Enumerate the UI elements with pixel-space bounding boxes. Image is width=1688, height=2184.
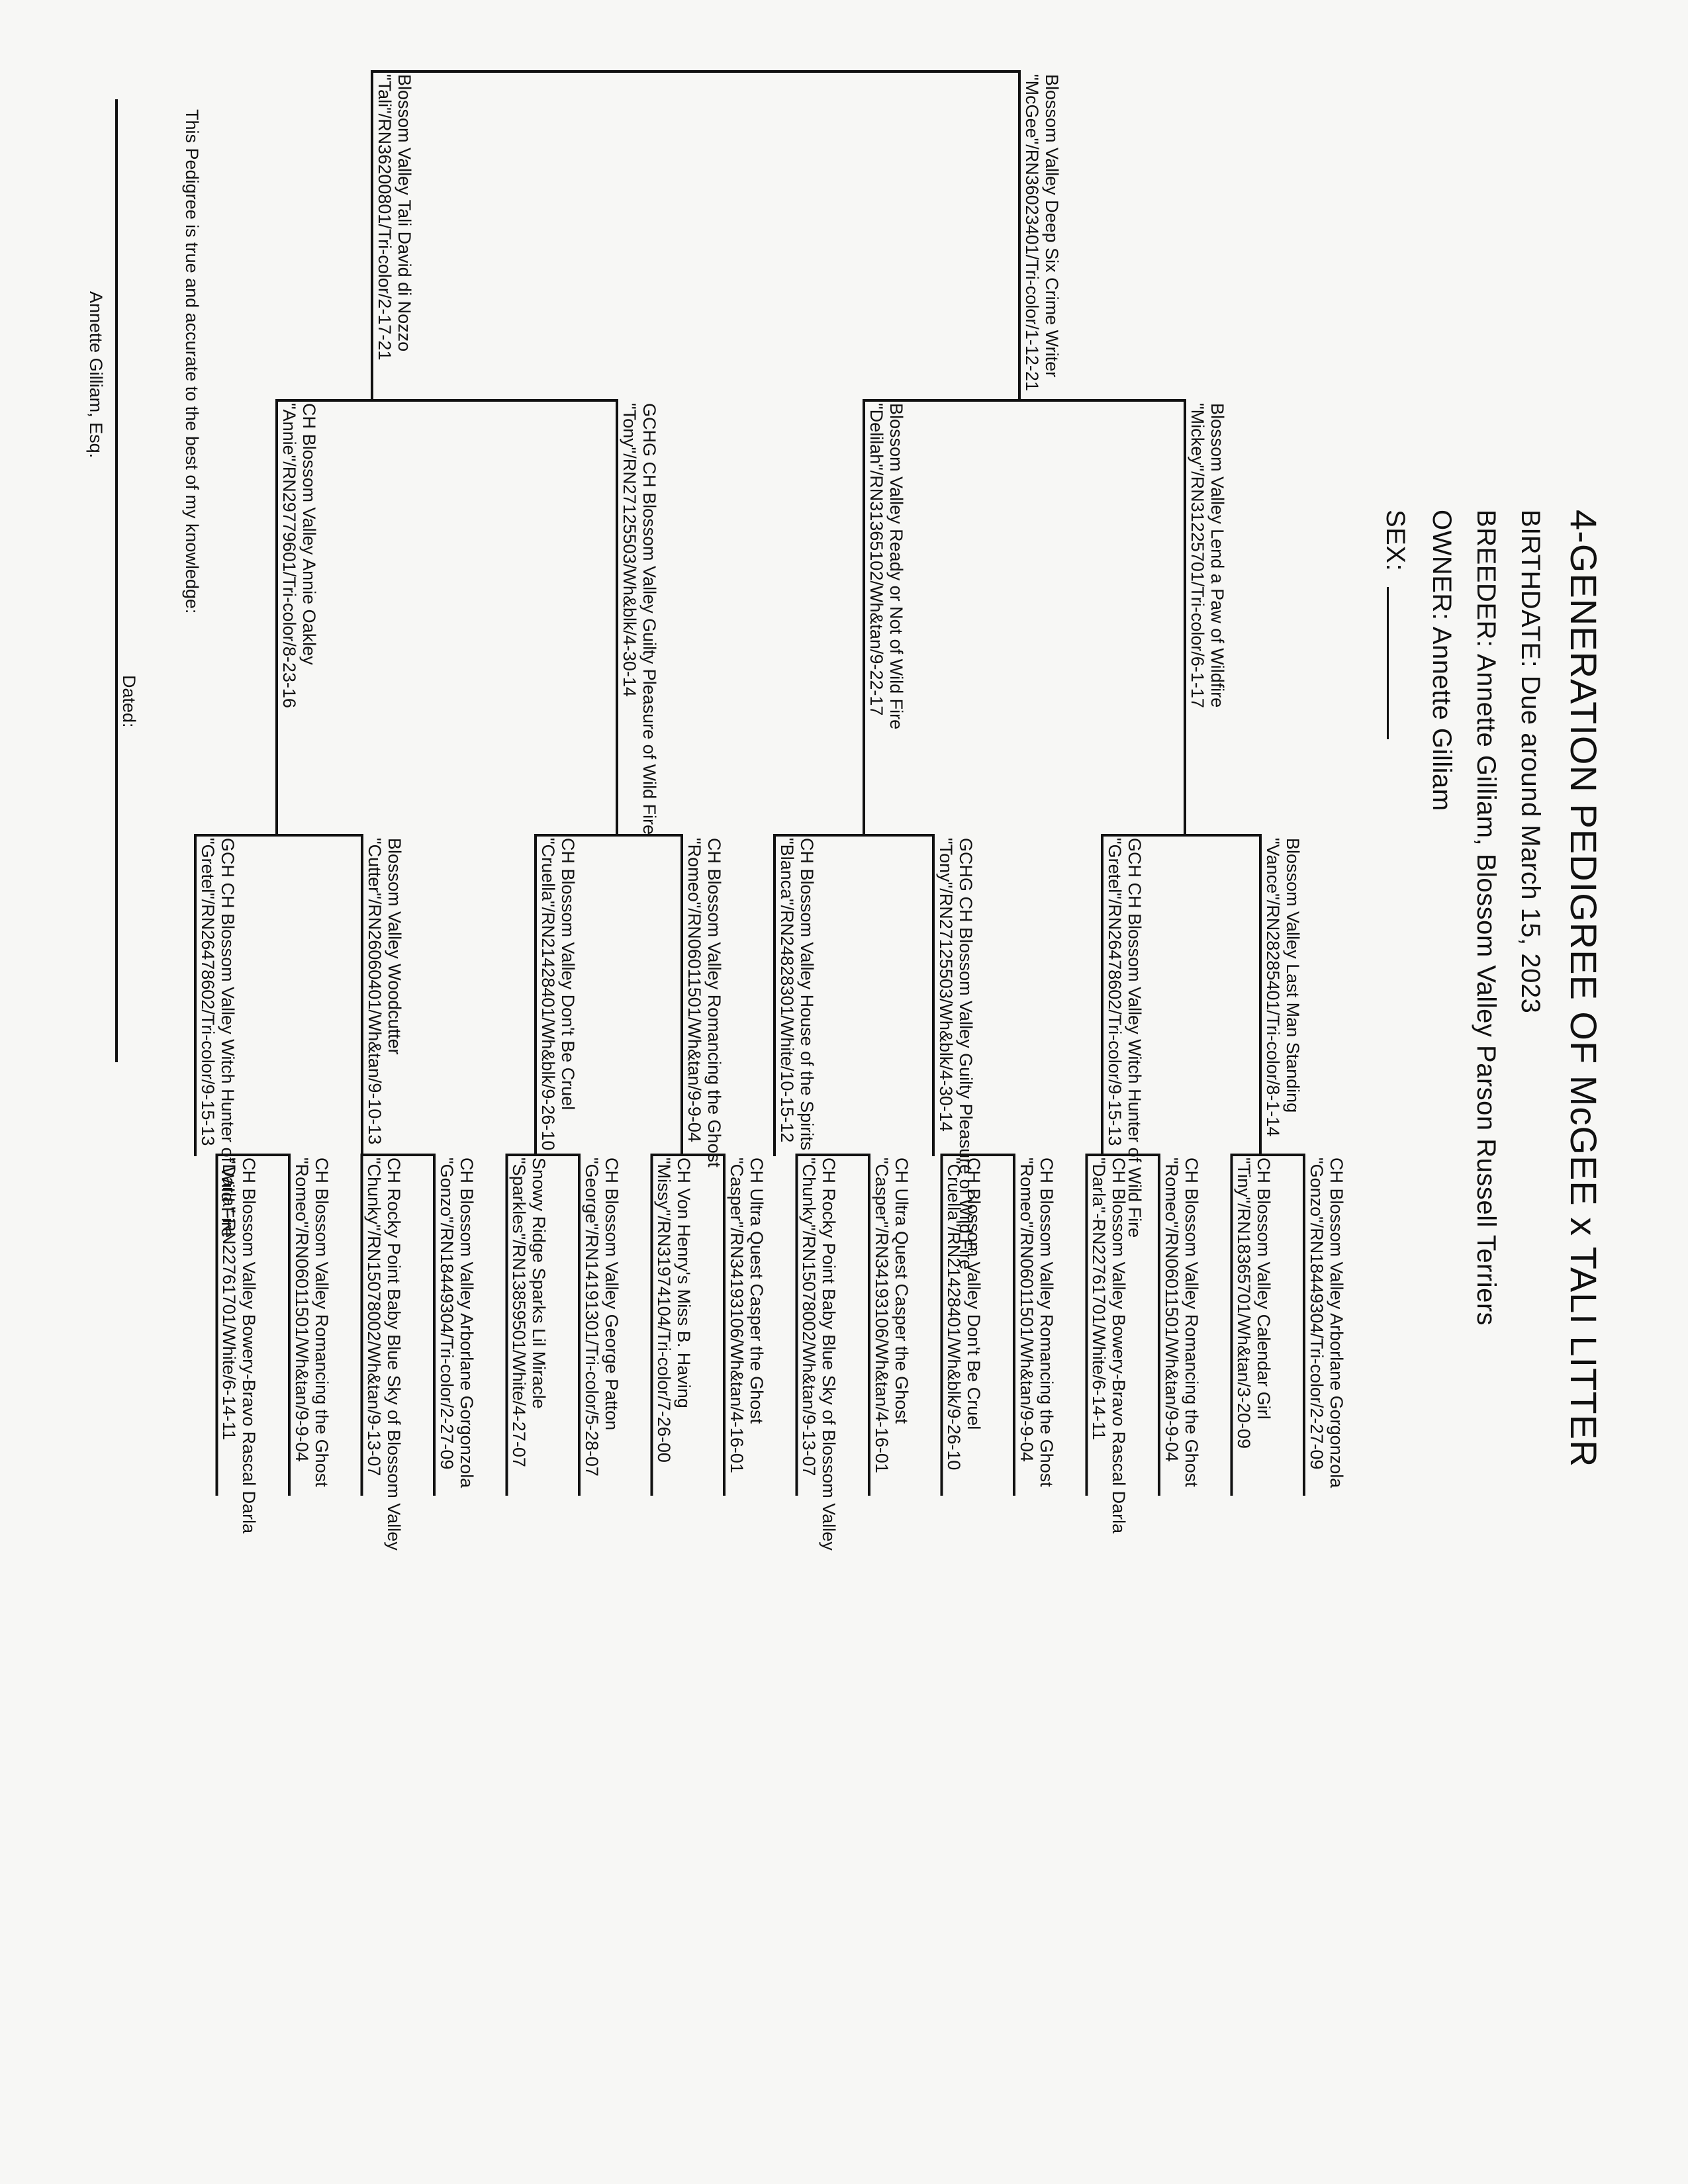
dog-name: Blossom Valley Lend a Paw of Wildfire — [1207, 403, 1227, 708]
dog-registration: "McGee"/RN36023401/Tri-color/1-12-21 — [1022, 74, 1042, 391]
pedigree-entry-gen1: Blossom Valley Tali David di Nozzo"Tali"… — [375, 74, 414, 360]
dog-registration: "Vance"/RN28285401/Tri-color/8-1-14 — [1263, 838, 1283, 1137]
dog-name: GCHG CH Blossom Valley Guilty Pleasure o… — [639, 403, 659, 835]
dog-name: Blossom Valley Ready or Not of Wild Fire — [886, 403, 906, 730]
pedigree-entry-gen4: CH Rocky Point Baby Blue Sky of Blossom … — [365, 1158, 404, 1551]
dog-registration: "Tiny"/RN18365701/Wh&tan/3-20-09 — [1234, 1158, 1254, 1449]
dog-registration: "Gonzo"/RN18449304/Tri-color/2-27-09 — [437, 1158, 457, 1470]
dog-registration: "Darla"-RN22761701/White/6-14-11 — [1089, 1158, 1109, 1440]
pedigree-entry-gen4: CH Blossom Valley Bowery-Bravo Rascal Da… — [220, 1158, 259, 1533]
dog-registration: "George"/RN14191301/Tri-color/5-28-07 — [582, 1158, 602, 1477]
dog-name: CH Blossom Valley Calendar Girl — [1254, 1158, 1274, 1420]
pedigree-entry-gen4: CH Blossom Valley Arborlane Gorgonzola"G… — [437, 1158, 477, 1488]
pedigree-entry-gen4: Snowy Ridge Sparks Lil Miracle"Sparkles"… — [510, 1158, 549, 1467]
dog-name: Blossom Valley Woodcutter — [385, 838, 404, 1055]
dog-registration: "Romeo"/RN06011501/Wh&tan/9-9-04 — [1162, 1158, 1182, 1462]
dog-name: CH Rocky Point Baby Blue Sky of Blossom … — [384, 1158, 404, 1551]
pedigree-entry-gen4: CH Von Henry's Miss B. Having"Missy"/RN3… — [655, 1158, 694, 1463]
dog-registration: "Gonzo"/RN18449304/Tri-color/2-27-09 — [1307, 1158, 1327, 1470]
dog-registration: "Annie"/RN29779601/Tri-color/8-23-16 — [279, 403, 299, 708]
dog-name: CH Blossom Valley Romancing the Ghost — [312, 1158, 332, 1487]
signer-name: Annette Gilliam, Esq. — [86, 291, 106, 459]
pedigree-entry-gen4: CH Blossom Valley Romancing the Ghost"Ro… — [1162, 1158, 1201, 1487]
dated-label: Dated: — [119, 675, 139, 728]
dog-name: CH Blossom Valley Arborlane Gorgonzola — [1327, 1158, 1346, 1488]
dog-registration: "Delilah"/RN31365102/Wh&tan/9-22-17 — [867, 403, 886, 716]
dog-name: CH Blossom Valley Don't Be Cruel — [964, 1158, 984, 1430]
pedigree-entry-gen3: Blossom Valley Last Man Standing"Vance"/… — [1263, 838, 1303, 1136]
dog-name: CH Ultra Quest Casper the Ghost — [892, 1158, 912, 1424]
dog-name: CH Blossom Valley George Patton — [602, 1158, 622, 1431]
dog-registration: "Cruella"/RN21428401/Wh&blk/9-26-10 — [538, 838, 558, 1151]
dog-name: CH Ultra Quest Casper the Ghost — [747, 1158, 767, 1424]
dog-registration: "Casper"/RN34193106/Wh&tan/4-16-01 — [727, 1158, 747, 1473]
dog-name: CH Blossom Valley Don't Be Cruel — [558, 838, 578, 1111]
dog-name: CH Blossom Valley Bowery-Bravo Rascal Da… — [239, 1158, 259, 1534]
dog-registration: "Romeo"/RN06011501/Wh&tan/9-9-04 — [292, 1158, 312, 1462]
pedigree-entry-gen2: CH Blossom Valley Annie Oakley"Annie"/RN… — [279, 403, 319, 708]
dog-registration: "Mickey"/RN31225701/Tri-color/6-1-17 — [1188, 403, 1207, 708]
dog-registration: "Chunky"/RN15078002/Wh&tan/9-13-07 — [799, 1158, 820, 1477]
dog-registration: "Missy"/RN31974104/Tri-color/7-26-00 — [654, 1158, 675, 1463]
dog-name: CH Blossom Valley Romancing the Ghost — [1037, 1158, 1056, 1487]
dog-name: CH Rocky Point Baby Blue Sky of Blossom … — [819, 1158, 839, 1551]
dog-registration: "Romeo"/RN06011501/Wh&tan/9-9-04 — [1017, 1158, 1037, 1462]
date-line — [115, 745, 118, 1062]
pedigree-entry-gen4: CH Blossom Valley George Patton"George"/… — [582, 1158, 622, 1477]
dog-name: Blossom Valley Deep Six Crime Writer — [1042, 74, 1062, 378]
pedigree-entry-gen4: CH Rocky Point Baby Blue Sky of Blossom … — [800, 1158, 839, 1551]
dog-registration: "Darla"-RN22761701/White/6-14-11 — [219, 1158, 240, 1440]
dog-registration: "Sparkles"/RN13859501/White/4-27-07 — [509, 1158, 530, 1467]
dog-name: Snowy Ridge Sparks Lil Miracle — [529, 1158, 549, 1409]
dog-name: CH Blossom Valley Annie Oakley — [299, 403, 319, 665]
dog-name: CH Blossom Valley House of the Spirits — [797, 838, 817, 1151]
pedigree-entry-gen4: CH Blossom Valley Bowery-Bravo Rascal Da… — [1090, 1158, 1129, 1533]
dog-name: CH Blossom Valley Bowery-Bravo Rascal Da… — [1109, 1158, 1129, 1534]
pedigree-entry-gen4: CH Ultra Quest Casper the Ghost"Casper"/… — [727, 1158, 767, 1473]
signature-line — [115, 99, 118, 761]
dog-registration: "Blanca"/RN24828301/White/10-15-12 — [777, 838, 797, 1143]
dog-name: Blossom Valley Last Man Standing — [1283, 838, 1303, 1113]
pedigree-entry-gen3: CH Blossom Valley House of the Spirits"B… — [777, 838, 817, 1150]
dog-registration: "Casper"/RN34193106/Wh&tan/4-16-01 — [872, 1158, 892, 1473]
pedigree-entry-gen3: Blossom Valley Woodcutter"Cutter"/RN2606… — [365, 838, 404, 1144]
pedigree-entry-gen3: CH Blossom Valley Don't Be Cruel"Cruella… — [538, 838, 578, 1150]
dog-registration: "Tali"/RN36200801/Tri-color/2-17-21 — [375, 74, 395, 361]
certification-text: This Pedigree is true and accurate to th… — [182, 109, 202, 614]
dog-name: CH Blossom Valley Romancing the Ghost — [704, 838, 724, 1167]
pedigree-entry-gen2: Blossom Valley Lend a Paw of Wildfire"Mi… — [1188, 403, 1227, 708]
pedigree-entry-gen4: CH Blossom Valley Don't Be Cruel"Cruella… — [945, 1158, 984, 1470]
dog-name: Blossom Valley Tali David di Nozzo — [395, 74, 414, 352]
dog-registration: "Tony"/RN27125503/Wh&blk/4-30-14 — [620, 403, 639, 697]
dog-name: CH Blossom Valley Arborlane Gorgonzola — [457, 1158, 477, 1488]
pedigree-entry-gen4: CH Blossom Valley Romancing the Ghost"Ro… — [292, 1158, 332, 1487]
pedigree-entry-gen4: CH Blossom Valley Arborlane Gorgonzola"G… — [1307, 1158, 1346, 1488]
dog-registration: "Cruella"/RN21428401/Wh&blk/9-26-10 — [944, 1158, 964, 1471]
dog-registration: "Chunky"/RN15078002/Wh&tan/9-13-07 — [364, 1158, 385, 1477]
dog-name: CH Von Henry's Miss B. Having — [674, 1158, 694, 1408]
dog-name: CH Blossom Valley Romancing the Ghost — [1182, 1158, 1201, 1487]
pedigree-entry-gen2: Blossom Valley Ready or Not of Wild Fire… — [867, 403, 906, 729]
dog-registration: "Gretel"/RN26478602/Tri-color/9-15-13 — [198, 838, 218, 1146]
pedigree-entry-gen3: CH Blossom Valley Romancing the Ghost"Ro… — [684, 838, 724, 1167]
dog-registration: "Romeo"/RN06011501/Wh&tan/9-9-04 — [684, 838, 704, 1142]
pedigree-entry-gen4: CH Blossom Valley Romancing the Ghost"Ro… — [1017, 1158, 1056, 1487]
pedigree-entry-gen4: CH Ultra Quest Casper the Ghost"Casper"/… — [872, 1158, 912, 1473]
pedigree-entry-gen1: Blossom Valley Deep Six Crime Writer"McG… — [1022, 74, 1062, 391]
pedigree-entry-gen2: GCHG CH Blossom Valley Guilty Pleasure o… — [620, 403, 659, 835]
pedigree-entry-gen4: CH Blossom Valley Calendar Girl"Tiny"/RN… — [1235, 1158, 1274, 1449]
dog-registration: "Cutter"/RN26060401/Wh&tan/9-10-13 — [365, 838, 385, 1145]
